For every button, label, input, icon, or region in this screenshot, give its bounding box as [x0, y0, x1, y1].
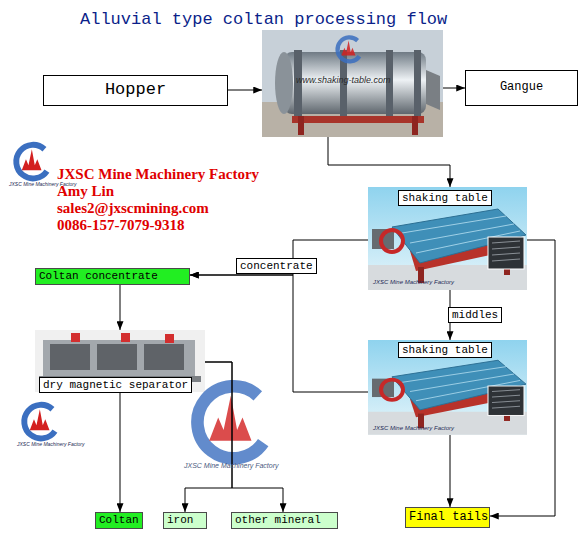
flow-connector: [120, 392, 121, 512]
logo-watermark: [197, 386, 263, 458]
node-label: iron: [167, 514, 193, 526]
magnetic-separator-photo: [97, 344, 137, 370]
shaking-table-photo: [368, 340, 527, 435]
feed-box: Hopper: [43, 75, 228, 106]
machine-label: shaking table: [398, 342, 492, 358]
magnetic-separator-photo: [71, 333, 80, 342]
shaking-table-node: shaking tableJXSC Mine Machinery Factory: [368, 340, 527, 435]
separator-node: dry magnetic separator: [35, 330, 205, 392]
magnetic-separator-photo: [35, 330, 205, 392]
tailings-box: Final tails: [405, 507, 490, 528]
flow-connector: [190, 275, 368, 392]
flow-connector: [228, 90, 262, 91]
machine-label: dry magnetic separator: [39, 377, 192, 393]
logo-watermark: [16, 145, 47, 179]
product-box: iron: [163, 512, 207, 529]
product-box: Coltan concentrate: [35, 268, 190, 285]
product-box: other mineral: [231, 512, 338, 529]
machine-label: shaking table: [398, 190, 492, 206]
logo-watermark: [24, 405, 55, 439]
flow-connector: [450, 435, 451, 507]
watermark-text: JXSC Mine Machinery Factory: [184, 462, 279, 470]
watermark-text: www.shaking-table.com: [296, 76, 391, 86]
magnetic-separator-photo: [144, 344, 184, 370]
trommel-photo: [262, 30, 443, 137]
trommel-photo: [292, 116, 424, 123]
diagram-title: Alluvial type coltan processing flow: [80, 10, 447, 29]
edge-label: middles: [448, 307, 502, 323]
node-label: Hopper: [105, 81, 166, 100]
flow-connector: [205, 362, 283, 512]
magnetic-separator-photo: [165, 334, 174, 343]
magnetic-separator-photo: [50, 344, 90, 370]
node-label: Final tails: [409, 511, 488, 524]
output-box: Gangue: [465, 70, 578, 106]
magnetic-separator-photo: [35, 330, 205, 392]
trommel-node: www.shaking-table.com: [262, 30, 443, 137]
company-name: JXSC Mine Machinery Factory: [57, 166, 259, 183]
shaking-table-node: shaking tableJXSC Mine Machinery Factory: [368, 187, 527, 290]
trommel-photo: [412, 116, 418, 135]
logo-watermark: [337, 37, 359, 61]
product-box: Coltan: [95, 512, 143, 529]
watermark-text: JXSC Mine Machinery Factory: [17, 442, 85, 448]
node-label: other mineral: [235, 514, 321, 526]
watermark-text: JXSC Mine Machinery Factory: [373, 425, 454, 432]
shaking-table-photo: [368, 187, 527, 290]
trommel-photo: [262, 30, 443, 137]
flow-connector: [328, 137, 450, 187]
contact-email: sales2@jxscmining.com: [57, 200, 209, 217]
node-label: Coltan: [99, 514, 139, 526]
trommel-photo: [298, 116, 304, 135]
watermark-text: JXSC Mine Machinery Factory: [373, 279, 454, 286]
magnetic-separator-photo: [121, 333, 130, 342]
edge-label: concentrate: [236, 258, 317, 274]
flow-connector: [490, 240, 555, 516]
trommel-photo: [426, 70, 440, 110]
flow-connector: [190, 240, 368, 275]
contact-phone: 0086-157-7079-9318: [57, 217, 185, 234]
watermark-text: JXSC Mine Machinery Factory: [9, 182, 77, 188]
node-label: Coltan concentrate: [39, 270, 158, 282]
trommel-photo: [275, 52, 293, 114]
trommel-photo: [414, 50, 421, 116]
flow-connector: [443, 88, 465, 89]
magnetic-separator-photo: [43, 340, 195, 376]
node-label: Gangue: [500, 81, 543, 94]
flow-connector: [120, 285, 121, 330]
